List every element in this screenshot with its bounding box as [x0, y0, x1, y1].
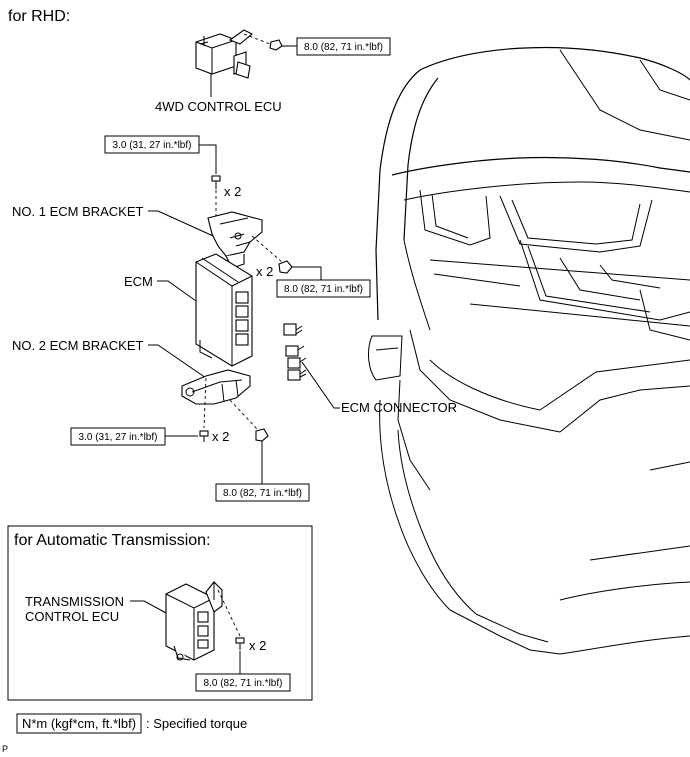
no2-bracket-bolt-torque-box: 3.0 (31, 27 in.*lbf)	[70, 427, 166, 446]
tcu-label-line2: CONTROL ECU	[25, 609, 119, 624]
no2-nut-alignment-line	[229, 399, 259, 431]
tcu-illustration	[165, 581, 223, 661]
no2-bracket-bolt-icon	[199, 430, 209, 442]
no1-bracket-nut-qty: x 2	[256, 264, 273, 279]
no1-bracket-bolt-torque-text: 3.0 (31, 27 in.*lbf)	[113, 140, 192, 151]
no2-bracket-bolt-qty: x 2	[212, 429, 229, 444]
no2-bracket-leader	[148, 344, 207, 379]
no1-bracket-nut-icon	[278, 260, 293, 274]
no2-bracket-nut-torque-box: 8.0 (82, 71 in.*lbf)	[215, 483, 310, 502]
fourwd-ecu-label: 4WD CONTROL ECU	[155, 99, 282, 114]
fourwd-ecu-nut-torque-text: 8.0 (82, 71 in.*lbf)	[304, 42, 383, 53]
no2-bolt-alignment-line	[203, 377, 207, 429]
figure-code: P	[2, 744, 8, 754]
no2-bracket-bolt-torque-text: 3.0 (31, 27 in.*lbf)	[79, 432, 158, 443]
tcu-bolt-torque-box: 8.0 (82, 71 in.*lbf)	[195, 673, 291, 692]
tcu-bolt-qty: x 2	[249, 638, 266, 653]
no1-bracket-nut-leader	[292, 266, 322, 280]
no1-bracket-nut-torque-box: 8.0 (82, 71 in.*lbf)	[276, 279, 371, 298]
inset-title: for Automatic Transmission:	[14, 532, 211, 549]
tcu-leader	[130, 600, 169, 615]
ecm-leader	[157, 280, 197, 302]
ecm-illustration	[195, 253, 253, 367]
automatic-transmission-inset	[7, 525, 313, 701]
no1-bracket-leader	[148, 210, 223, 241]
no2-bracket-nut-torque-text: 8.0 (82, 71 in.*lbf)	[223, 488, 302, 499]
ecm-connector-leader	[301, 361, 340, 409]
no1-bracket-nut-torque-text: 8.0 (82, 71 in.*lbf)	[284, 284, 363, 295]
no2-bracket-illustration	[181, 369, 251, 405]
fourwd-ecu-illustration	[195, 29, 253, 79]
no2-bracket-label: NO. 2 ECM BRACKET	[12, 338, 144, 353]
fourwd-ecu-nut-icon	[269, 39, 283, 51]
fourwd-ecu-nut-torque-box: 8.0 (82, 71 in.*lbf)	[296, 37, 391, 56]
no2-bracket-nut-icon	[255, 428, 269, 442]
no1-bracket-bolt-icon	[211, 175, 221, 189]
legend-description: : Specified torque	[146, 716, 247, 731]
tcu-label-line1: TRANSMISSION	[25, 594, 124, 609]
page-title: for RHD:	[8, 8, 70, 25]
no1-bracket-bolt-torque-box: 3.0 (31, 27 in.*lbf)	[104, 135, 200, 154]
tcu-bolt-alignment-line	[217, 589, 241, 637]
torque-legend: N*m (kgf*cm, ft.*lbf) : Specified torque	[16, 713, 247, 734]
ecm-connector-illustration	[283, 323, 307, 381]
no1-bracket-bolt-leader	[199, 144, 217, 174]
tcu-bolt-torque-text: 8.0 (82, 71 in.*lbf)	[204, 678, 283, 689]
no1-nut-alignment-line	[251, 235, 283, 263]
tcu-bolt-icon	[235, 637, 245, 650]
legend-unit-text: N*m (kgf*cm, ft.*lbf)	[22, 716, 136, 731]
no1-bracket-bolt-qty: x 2	[224, 184, 241, 199]
ecm-label: ECM	[124, 274, 153, 289]
fourwd-ecu-alignment-line	[243, 33, 271, 45]
vehicle-interior-illustration	[368, 46, 690, 655]
no1-bracket-illustration	[207, 211, 263, 280]
no1-bracket-label: NO. 1 ECM BRACKET	[12, 204, 144, 219]
